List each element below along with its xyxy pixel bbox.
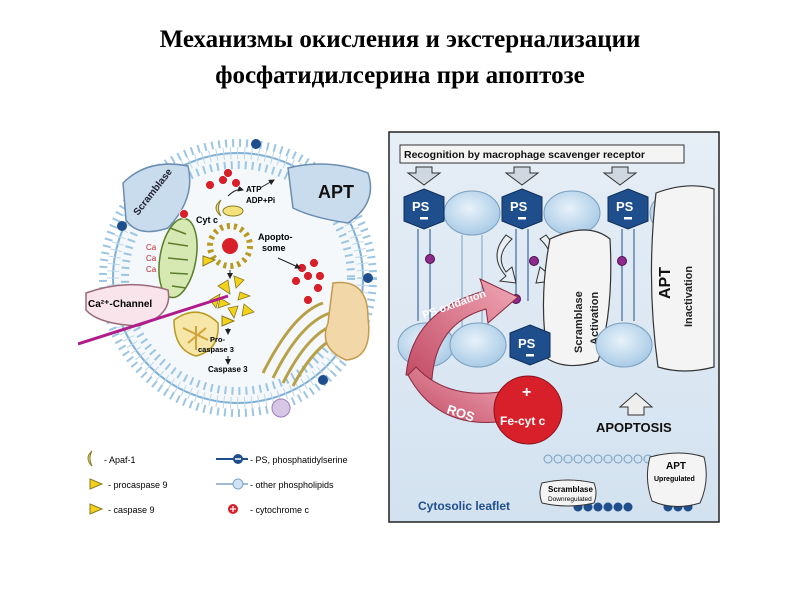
nuclear-fragments	[173, 311, 219, 357]
apt-protein: APT	[287, 163, 372, 224]
ca-label-3: Ca	[146, 265, 157, 274]
vesicle	[271, 398, 291, 418]
upregulated-label: Upregulated	[654, 476, 695, 483]
caspase9-cluster	[209, 275, 255, 319]
scramblase-activation-label-1: Scramblase	[573, 291, 585, 353]
scramblase-small-label: Scramblase	[548, 485, 593, 494]
slide-title-line-2: фосфатидилсерина при апоптозе	[215, 62, 585, 89]
caspase9-icon	[89, 503, 104, 515]
apt-upregulated: APT Upregulated	[646, 452, 707, 507]
fe-cyt-c: + Fe-cyt c	[493, 375, 563, 445]
ps-label-3: PS	[616, 199, 634, 214]
ps-externalization-diagram: Recognition by macrophage scavenger rece…	[388, 131, 720, 523]
recognition-label: Recognition by macrophage scavenger rece…	[404, 149, 645, 161]
scramblase-activation-label-2: Activation	[589, 292, 601, 345]
cytosolic-leaflet-label: Cytosolic leaflet	[418, 499, 510, 513]
scramblase-protein: Scramblase	[122, 163, 191, 233]
ca-channel-label: Ca²⁺-Channel	[88, 299, 152, 310]
ps-head-2: PS	[501, 188, 543, 301]
cytochrome-icon	[228, 504, 238, 514]
ps-icon	[216, 454, 248, 464]
procaspase3-marker	[221, 315, 236, 327]
ps-head-3: PS	[607, 188, 649, 321]
flip-arrow	[496, 234, 517, 284]
procaspase3-label-1: Pro-	[210, 335, 226, 344]
legend-apaf-label: - Apaf-1	[104, 455, 136, 465]
legend-ps-label: - PS, phosphatidylserine	[250, 455, 348, 465]
ps-label-1: PS	[412, 199, 430, 214]
apt-inactivation-label: Inactivation	[683, 266, 695, 327]
procaspase3-label-2: caspase 3	[198, 345, 234, 354]
apoptosome-label-2: some	[262, 243, 286, 253]
fragments-arrow	[277, 257, 301, 269]
adp-label: ADP+Pi	[246, 196, 275, 205]
mitochondrion: Ca Ca Ca	[146, 217, 198, 299]
ps-label-2: PS	[510, 199, 528, 214]
membrane-bleb	[324, 281, 370, 361]
legend-procaspase9-label: - procaspase 9	[108, 480, 168, 490]
cytochrome-release-arrow	[259, 179, 275, 189]
cytochrome-c-cluster	[179, 168, 325, 305]
procaspase9-icon	[89, 478, 104, 490]
phospholipid-icon	[216, 478, 248, 490]
scramblase-downregulated: Scramblase Downregulated	[539, 479, 597, 507]
legend-cytochrome-label: - cytochrome c	[250, 505, 310, 515]
fe-cyt-label: Fe-cyt c	[500, 414, 546, 428]
caspase3-label: Caspase 3	[208, 365, 248, 374]
apoptosome: Apopto- some	[207, 223, 292, 269]
scramblase-activation: Scramblase Activation	[542, 229, 612, 367]
procaspase9-marker	[202, 255, 217, 267]
ca-label-2: Ca	[146, 254, 157, 263]
cyt-c-carrier	[222, 205, 244, 217]
apt-label: APT	[318, 182, 354, 202]
cyt-c-label: Cyt c	[196, 215, 218, 225]
ca-influx-line	[78, 294, 229, 346]
ca-label-1: Ca	[146, 243, 157, 252]
receptor-arrows	[406, 166, 638, 186]
atp-label: ATP	[246, 185, 262, 194]
apaf-icon	[87, 450, 93, 467]
legend-caspase9-label: - caspase 9	[108, 505, 155, 515]
apt-large-label: APT	[657, 267, 674, 299]
apoptosis-label: APOPTOSIS	[596, 420, 672, 435]
apoptosome-label-1: Apopto-	[258, 232, 292, 242]
apaf-crescent	[215, 199, 222, 217]
legend: - Apaf-1 - procaspase 9 - caspase 9 - PS…	[87, 450, 348, 515]
slide-title-line-1: Механизмы окисления и экстернализации	[159, 26, 641, 53]
calcium-channel: Ca²⁺-Channel	[78, 283, 229, 346]
apoptosis-arrow	[618, 392, 654, 416]
apt-inactivation: APT Inactivation	[650, 185, 715, 372]
fe-cyt-plus: +	[522, 384, 531, 401]
ps-label-4: PS	[518, 336, 536, 351]
apt-small-label: APT	[666, 461, 686, 472]
atp-arrow	[227, 185, 244, 197]
downregulated-label: Downregulated	[548, 496, 592, 503]
apoptotic-cell-diagram: Scramblase APT Ca Ca Ca ATP ADP+Pi Cyt c…	[78, 139, 377, 515]
ps-head-1: PS	[403, 188, 445, 321]
recognition-banner	[399, 144, 685, 164]
legend-phospholipid-label: - other phospholipids	[250, 480, 334, 490]
ps-head-4: PS	[509, 324, 551, 366]
